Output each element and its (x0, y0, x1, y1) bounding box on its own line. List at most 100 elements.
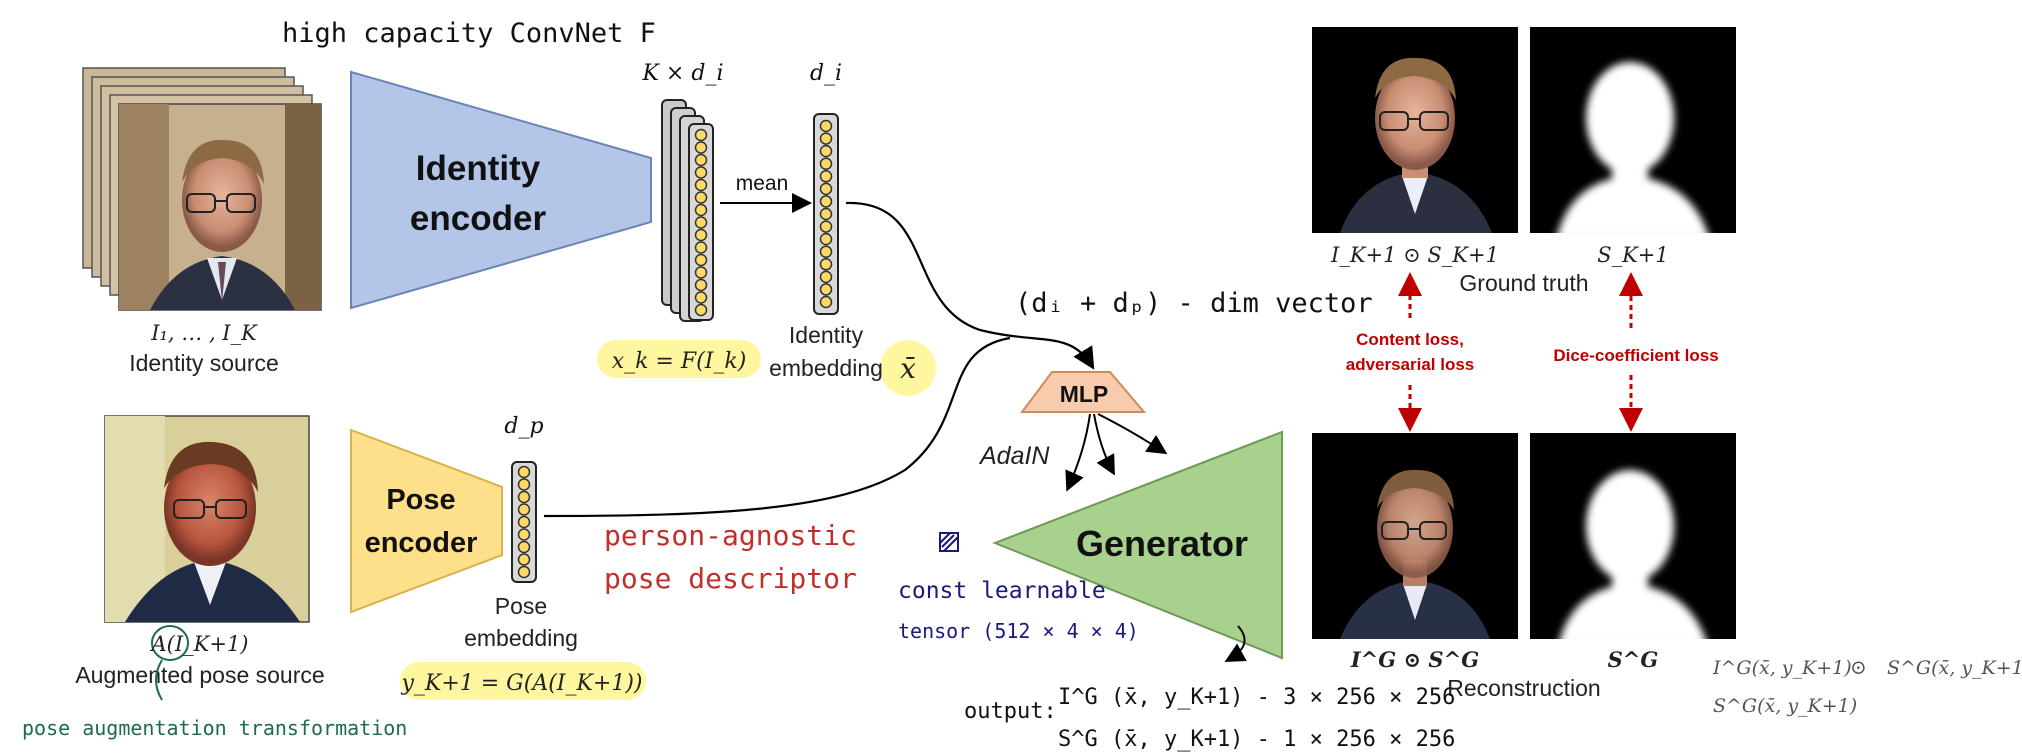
vector-cell (517, 515, 531, 529)
output-line-1: I^G (x̄, y_K+1) - 3 × 256 × 256 (1058, 685, 1455, 710)
identity-embedding-vector (813, 113, 839, 315)
content-loss-line-2: adversarial loss (1346, 355, 1475, 374)
gt-mask-label: S_K+1 (1597, 243, 1669, 267)
pose-to-mlp-curve (543, 336, 1011, 518)
rec-mask-label: S^G (1608, 647, 1659, 672)
const-tensor-line-2: tensor (512 × 4 × 4) (898, 619, 1139, 643)
pose-source-image (104, 415, 310, 623)
pose-encoder-label-2: encoder (365, 527, 478, 559)
pose-formula: y_K+1 = G(A(I_K+1)) (400, 671, 642, 696)
pose-source-sub: A(I_K+1) (150, 632, 249, 656)
mlp-block (1020, 371, 1147, 413)
pose-embed-label-2: embedding (464, 625, 578, 651)
output-line-2: S^G (x̄, y_K+1) - 1 × 256 × 256 (1058, 727, 1455, 752)
mean-label: mean (736, 172, 789, 195)
dice-loss-label: Dice-coefficient loss (1553, 346, 1718, 365)
const-tensor-line-1: const learnable (898, 578, 1106, 604)
vector-cell (819, 132, 833, 145)
vector-cell (819, 283, 833, 296)
augment-note: pose augmentation transformation (22, 716, 407, 740)
vector-cell (517, 553, 531, 566)
pose-embed-label-1: Pose (495, 593, 547, 619)
vector-cell (819, 245, 833, 258)
vector-cell (819, 157, 833, 170)
vector-cell (694, 241, 708, 254)
identity-encoder-label-2: encoder (410, 199, 547, 238)
embed-symbol-highlight (880, 340, 936, 396)
gt-image-label: I_K+1 ⊙ S_K+1 (1330, 243, 1499, 267)
output-arrow (1224, 625, 1247, 662)
pose-encoder-label-1: Pose (386, 484, 455, 516)
augment-circle (151, 625, 189, 661)
pose-descriptor-2: pose descriptor (604, 562, 857, 595)
vector-cell (819, 295, 833, 309)
pose-descriptor-1: person-agnostic (604, 519, 857, 552)
identity-embed-label-2: embedding (769, 355, 883, 381)
identity-source-stack (82, 67, 322, 311)
identity-formula-highlight (597, 340, 761, 378)
pose-source-label: Augmented pose source (75, 662, 324, 688)
vector-cell (819, 170, 833, 183)
stack-dim-label: K × d_i (642, 61, 724, 86)
vector-cell (694, 203, 708, 217)
vector-cell (694, 253, 708, 267)
generator-label: Generator (1076, 523, 1248, 564)
vector-cell (694, 128, 708, 142)
convnet-note: high capacity ConvNet F (282, 18, 656, 49)
vector-cell (694, 191, 708, 204)
vector-cell (819, 182, 833, 196)
vector-cell (517, 565, 531, 579)
generator-block (992, 430, 1283, 660)
vector-cell (694, 291, 708, 304)
vector-cell (517, 503, 531, 516)
side-formula-1: I^G(x̄, y_K+1) (1712, 657, 1852, 679)
gt-masked-image (1312, 27, 1518, 233)
vector-cell (517, 528, 531, 541)
vector-cell (694, 303, 708, 317)
pose-encoder-block (350, 428, 503, 614)
vector-cell (694, 266, 708, 279)
vector-cell (517, 465, 531, 479)
pose-embed-dim: d_p (504, 414, 543, 439)
vector-cell (819, 207, 833, 221)
identity-embed-symbol: x̄ (900, 352, 916, 385)
vector-cell (694, 278, 708, 292)
rec-title: Reconstruction (1447, 675, 1600, 701)
vector-cell (819, 258, 833, 271)
rec-mask-image (1530, 433, 1736, 646)
vector-note: (dᵢ + dₚ) - dim vector (1015, 288, 1373, 319)
rec-masked-image (1312, 433, 1518, 639)
identity-formula: x_k = F(I_k) (612, 349, 747, 374)
identity-encoder-block (350, 70, 652, 310)
gt-title: Ground truth (1459, 270, 1588, 296)
adain-arrows (1065, 413, 1168, 492)
identity-source-image (118, 103, 322, 311)
content-loss-line-1: Content loss, (1356, 330, 1464, 349)
side-formula-3: S^G(x̄, y_K+1) (1713, 695, 1857, 717)
identity-embed-dim: d_i (810, 61, 842, 86)
vector-cell (694, 216, 708, 229)
adain-label: AdaIN (978, 442, 1050, 470)
mlp-label: MLP (1060, 381, 1109, 407)
vector-cell (819, 195, 833, 208)
vector-cell (517, 490, 531, 504)
identity-encoder-label-1: Identity (416, 149, 541, 188)
identity-feature-stack (661, 99, 714, 322)
gt-mask-image (1530, 27, 1736, 240)
vector-cell (694, 178, 708, 192)
vector-cell (694, 141, 708, 154)
side-odot: ⊙ (1850, 655, 1867, 679)
vector-cell (517, 540, 531, 554)
vector-cell (819, 232, 833, 246)
vector-cell (819, 220, 833, 233)
identity-to-mlp-curve (845, 201, 1095, 370)
pose-embedding-vector (511, 461, 537, 583)
identity-embed-label-1: Identity (789, 322, 864, 348)
vector-cell (694, 228, 708, 242)
const-tensor-icon (939, 532, 959, 552)
augment-arrow (155, 659, 163, 701)
side-formula-2: S^G(x̄, y_K+1) (1887, 657, 2022, 679)
identity-source-label: Identity source (129, 350, 279, 376)
vector-cell (819, 270, 833, 284)
